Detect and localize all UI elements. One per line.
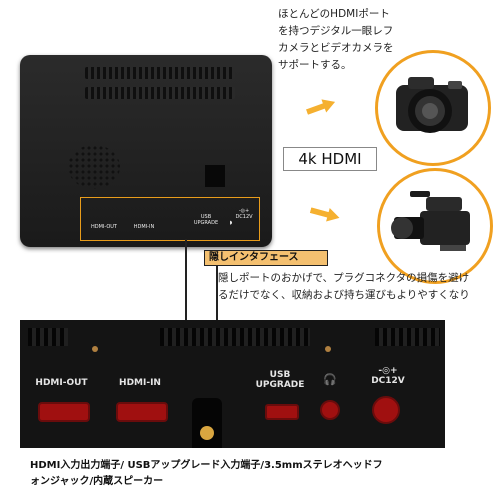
dc-power-port[interactable] bbox=[372, 396, 400, 424]
speaker-grille-icon bbox=[68, 145, 120, 189]
caption-line: ォンジャック/内蔵スピーカー bbox=[30, 476, 164, 487]
dc-symbol: -◎+ bbox=[378, 366, 398, 376]
hdmi-in-port[interactable] bbox=[116, 402, 168, 422]
usb-text: USB bbox=[200, 214, 212, 220]
hdmi-out-port[interactable] bbox=[38, 402, 90, 422]
headphone-jack[interactable] bbox=[320, 400, 340, 420]
headphone-icon: ◗ bbox=[229, 220, 233, 226]
screw-icon bbox=[325, 346, 331, 352]
port-label-dc: -◎+ DC12V bbox=[233, 208, 255, 220]
mount-hole bbox=[205, 165, 225, 187]
port-panel-closeup: HDMI-OUT HDMI-IN USB UPGRADE 🎧 -◎+ DC12V bbox=[20, 320, 445, 448]
hidden-port-area: HDMI-OUT HDMI-IN USB UPGRADE ◗ -◎+ DC12V bbox=[80, 197, 260, 241]
caption-line: HDMI入力出力端子/ USBアップグレード入力端子/3.5mmステレオヘッドフ bbox=[30, 460, 383, 471]
hidden-mount-slot bbox=[192, 398, 222, 448]
usb-text: USB bbox=[269, 370, 291, 380]
vent-grille bbox=[375, 328, 440, 346]
callout-line bbox=[216, 262, 218, 320]
port-label-hdmi-in: HDMI-IN bbox=[133, 224, 155, 230]
dc-symbol: -◎+ bbox=[238, 208, 250, 214]
description-line: を持つデジタル一眼レフ bbox=[278, 25, 394, 37]
arrow-icon bbox=[305, 95, 338, 118]
description-line: ほとんどのHDMIポート bbox=[278, 8, 390, 20]
dc-text: DC12V bbox=[371, 376, 405, 386]
resolution-label: 4k HDMI bbox=[283, 147, 377, 171]
usb-port[interactable] bbox=[265, 404, 299, 420]
port-label-hdmi-in: HDMI-IN bbox=[119, 378, 161, 388]
dc-text: DC12V bbox=[235, 214, 253, 220]
port-label-usb-upgrade: USB UPGRADE bbox=[250, 370, 310, 390]
camcorder-icon bbox=[391, 191, 470, 251]
port-label-hdmi-out: HDMI-OUT bbox=[91, 224, 117, 230]
upgrade-text: UPGRADE bbox=[255, 380, 305, 390]
arrow-icon bbox=[309, 203, 342, 224]
monitor-rear-view: HDMI-OUT HDMI-IN USB UPGRADE ◗ -◎+ DC12V bbox=[20, 55, 272, 247]
headphone-icon: 🎧 bbox=[323, 373, 337, 386]
vent-grille bbox=[28, 328, 68, 346]
port-label-hdmi-out: HDMI-OUT bbox=[35, 378, 88, 388]
vent-grille bbox=[160, 328, 310, 346]
vent-grille bbox=[85, 87, 235, 99]
camera-support-description: ほとんどのHDMIポート を持つデジタル一眼レフ カメラとビデオカメラを サポー… bbox=[278, 6, 403, 74]
description-line: るだけでなく、収納および持ち運びもよりやすくなり bbox=[218, 289, 470, 301]
dslr-camera-icon bbox=[396, 77, 468, 133]
port-caption: HDMI入力出力端子/ USBアップグレード入力端子/3.5mmステレオヘッドフ… bbox=[30, 458, 470, 490]
camcorder-image bbox=[377, 168, 493, 284]
screw-icon bbox=[92, 346, 98, 352]
hidden-interface-title: 隠しインタフェース bbox=[204, 250, 328, 266]
description-line: 隠しポートのおかげで、プラグコネクタの損傷を避け bbox=[218, 272, 470, 284]
dslr-camera-image bbox=[375, 50, 491, 166]
upgrade-text: UPGRADE bbox=[193, 220, 219, 226]
mount-screw-icon bbox=[200, 426, 214, 440]
description-line: カメラとビデオカメラを bbox=[278, 42, 394, 54]
vent-grille bbox=[85, 67, 235, 79]
description-line: サポートする。 bbox=[278, 59, 352, 71]
port-label-dc: -◎+ DC12V bbox=[363, 366, 413, 386]
callout-line bbox=[185, 239, 187, 321]
port-label-usb: USB UPGRADE bbox=[191, 214, 221, 226]
hidden-interface-description: 隠しポートのおかげで、プラグコネクタの損傷を避け るだけでなく、収納および持ち運… bbox=[218, 270, 488, 304]
